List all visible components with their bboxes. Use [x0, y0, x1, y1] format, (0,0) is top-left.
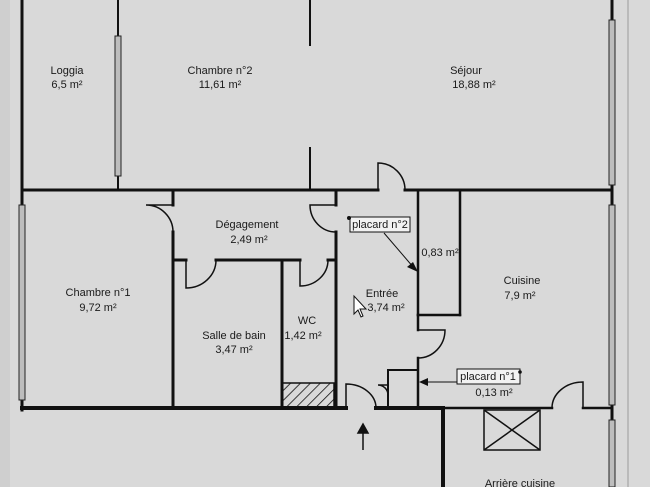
room-area: 7,9 m² [504, 290, 536, 302]
room-name: Dégagement [216, 219, 279, 231]
room-name: Loggia [50, 65, 84, 77]
entrance-arrow-icon [356, 422, 370, 450]
room-name: Cuisine [504, 275, 541, 287]
screen-edge-left [0, 0, 10, 487]
door-cuisine [417, 329, 446, 359]
windows [18, 19, 616, 487]
room-name: Entrée [366, 288, 398, 300]
callout-placard-1: placard n°1 0,13 m² [419, 368, 522, 399]
room-name: Séjour [450, 65, 482, 77]
callout-label: placard n°2 [352, 219, 408, 231]
bathtub-hatch-icon [281, 382, 335, 409]
door-arriere-cuisine [551, 381, 584, 409]
door-wc [299, 259, 329, 287]
room-name: Arrière cuisine [485, 478, 555, 487]
room-area: 9,72 m² [79, 302, 117, 314]
callout-placard-2: placard n°2 0,83 m² [347, 216, 459, 272]
door-salle-de-bain [185, 259, 217, 289]
room-area: 1,42 m² [284, 330, 322, 342]
room-name: Salle de bain [202, 330, 266, 342]
callout-area: 0,83 m² [421, 247, 459, 259]
room-name: Chambre n°2 [188, 65, 253, 77]
room-name: WC [298, 315, 316, 327]
room-area: 6,5 m² [51, 79, 83, 91]
window-sejour [608, 19, 616, 186]
window-arriere [608, 419, 616, 487]
callout-area: 0,13 m² [475, 387, 513, 399]
door-placard-1 [377, 384, 389, 396]
room-area: 11,61 m² [199, 79, 242, 91]
door-entree [309, 204, 337, 233]
room-name: Chambre n°1 [66, 287, 131, 299]
room-area: 18,88 m² [452, 79, 496, 91]
room-area: 3,47 m² [215, 344, 253, 356]
mouse-cursor-icon [353, 294, 368, 318]
callout-label: placard n°1 [460, 371, 516, 383]
room-labels: Loggia 6,5 m² Chambre n°2 11,61 m² Séjou… [50, 65, 555, 487]
door-chambre-1 [145, 204, 174, 233]
window-chambre-2 [114, 35, 122, 177]
doors [145, 162, 584, 409]
door-sejour [377, 162, 406, 191]
door-main-entrance [345, 383, 377, 409]
ventilation-box-icon [483, 409, 541, 451]
window-cuisine [608, 204, 616, 406]
walls [20, 0, 614, 487]
room-area: 3,74 m² [367, 302, 405, 314]
room-area: 2,49 m² [230, 234, 268, 246]
window-loggia [18, 204, 26, 401]
